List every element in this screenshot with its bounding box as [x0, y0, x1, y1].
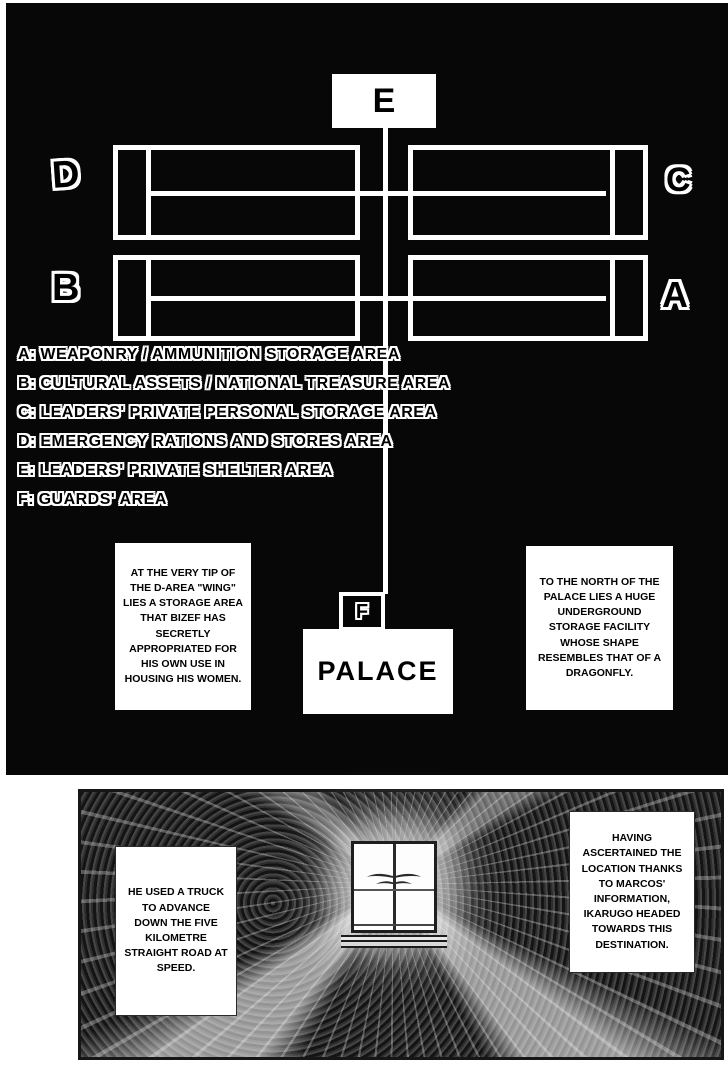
legend-item-d: D: EMERGENCY RATIONS AND STORES AREA	[18, 433, 450, 462]
legend-key: B:	[18, 375, 36, 392]
wing-connector-line-top	[151, 191, 606, 196]
wing-inner-divider	[146, 150, 151, 235]
legend-key: D:	[18, 433, 36, 450]
wing-label-a: A	[662, 274, 688, 315]
wing-inner-divider	[146, 260, 151, 336]
wing-inner-divider	[610, 260, 615, 336]
legend-text: LEADERS' PRIVATE PERSONAL STORAGE AREA	[40, 404, 437, 421]
wing-label-c: C	[666, 161, 691, 199]
legend-item-c: C: LEADERS' PRIVATE PERSONAL STORAGE ARE…	[18, 404, 450, 433]
tunnel-panel: HE USED A TRUCK TO ADVANCE DOWN THE FIVE…	[78, 789, 724, 1060]
wing-c	[408, 145, 648, 240]
legend-text: CULTURAL ASSETS / NATIONAL TREASURE AREA	[40, 375, 450, 392]
caption-truck-text: HE USED A TRUCK TO ADVANCE DOWN THE FIVE…	[124, 886, 228, 975]
legend-key: E:	[18, 462, 35, 479]
tunnel-gate	[351, 841, 437, 933]
legend-key: C:	[18, 404, 36, 421]
caption-box-truck: HE USED A TRUCK TO ADVANCE DOWN THE FIVE…	[115, 846, 237, 1016]
guards-f-label: F	[355, 600, 369, 623]
area-legend: A: WEAPONRY / AMMUNITION STORAGE AREA B:…	[18, 346, 450, 520]
legend-item-e: E: LEADERS' PRIVATE SHELTER AREA	[18, 462, 450, 491]
connector-spine-line	[383, 126, 388, 594]
legend-item-a: A: WEAPONRY / AMMUNITION STORAGE AREA	[18, 346, 450, 375]
legend-item-f: F: GUARDS' AREA	[18, 491, 450, 520]
dragonfly-silhouette-icon	[365, 867, 423, 896]
wing-label-d: D	[50, 153, 81, 197]
guards-f-box: F	[339, 592, 385, 631]
palace-label: PALACE	[317, 656, 439, 686]
gate-bottom-rail	[354, 924, 434, 926]
legend-text: GUARDS' AREA	[38, 491, 167, 508]
caption-ikarugo-text: HAVING ASCERTAINED THE LOCATION THANKS T…	[581, 832, 683, 951]
legend-text: WEAPONRY / AMMUNITION STORAGE AREA	[40, 346, 400, 363]
gate-mid-line	[354, 888, 434, 891]
wing-b	[113, 255, 360, 341]
caption-facility-text: TO THE NORTH OF THE PALACE LIES A HUGE U…	[537, 575, 662, 680]
legend-text: LEADERS' PRIVATE SHELTER AREA	[39, 462, 333, 479]
legend-key: A:	[18, 346, 36, 363]
caption-box-facility: TO THE NORTH OF THE PALACE LIES A HUGE U…	[526, 546, 673, 710]
legend-key: F:	[18, 491, 35, 508]
facility-diagram-panel: E D C B A A: WEAPONRY / AMMUNITION STORA…	[6, 3, 728, 775]
wing-inner-divider	[610, 150, 615, 235]
caption-box-ikarugo: HAVING ASCERTAINED THE LOCATION THANKS T…	[569, 811, 695, 973]
caption-bizef-text: AT THE VERY TIP OF THE D-AREA "WING" LIE…	[123, 566, 243, 686]
caption-box-bizef: AT THE VERY TIP OF THE D-AREA "WING" LIE…	[115, 543, 251, 710]
wing-a	[408, 255, 648, 341]
legend-item-b: B: CULTURAL ASSETS / NATIONAL TREASURE A…	[18, 375, 450, 404]
wing-connector-line-bottom	[151, 296, 606, 301]
wing-label-b: B	[52, 267, 80, 309]
palace-box: PALACE	[303, 629, 453, 714]
legend-text: EMERGENCY RATIONS AND STORES AREA	[40, 433, 393, 450]
shelter-e-box: E	[332, 74, 436, 128]
shelter-e-label: E	[372, 81, 396, 120]
gate-steps	[341, 935, 447, 948]
wing-d	[113, 145, 360, 240]
